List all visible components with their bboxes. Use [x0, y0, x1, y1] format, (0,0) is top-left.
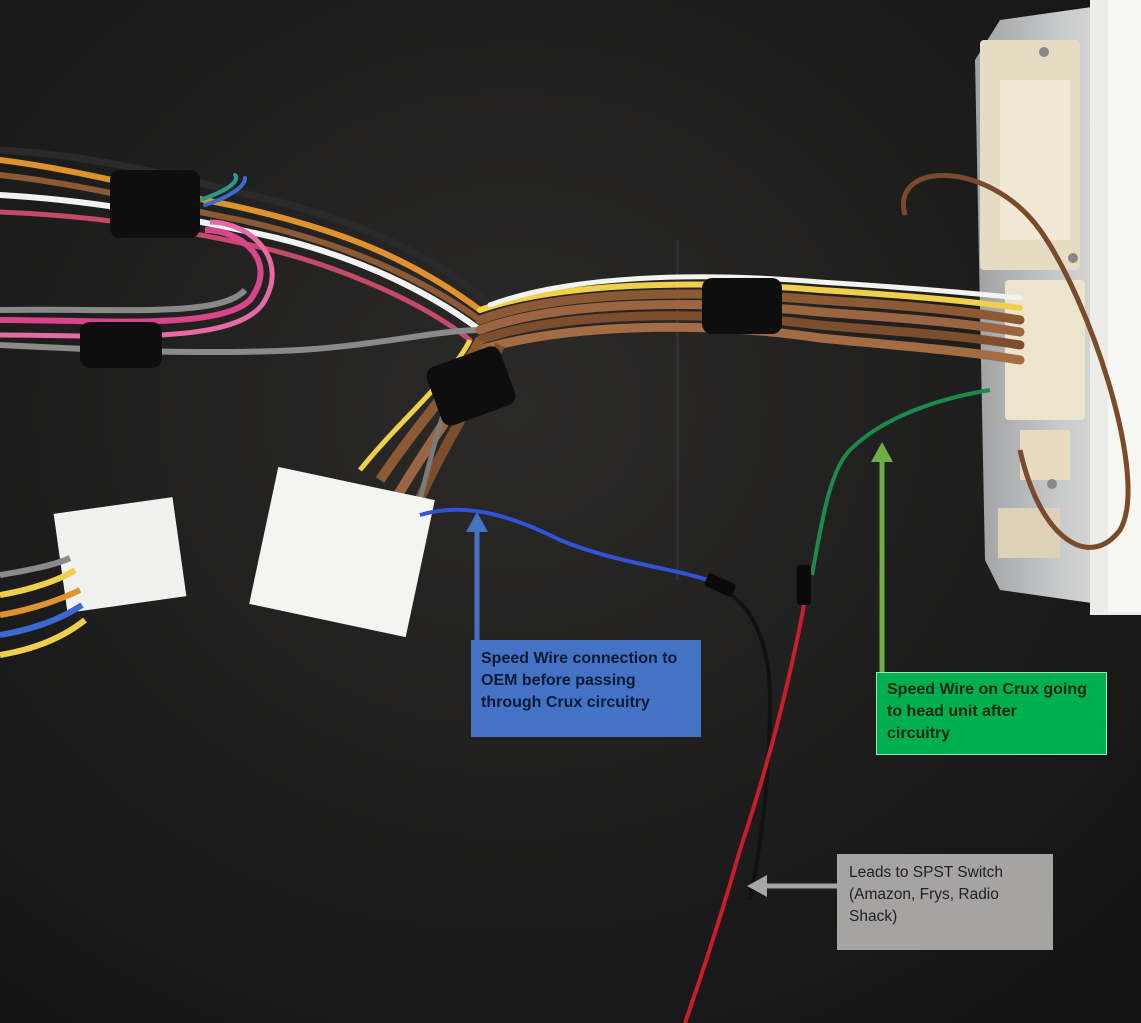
head-unit-chassis [975, 0, 1141, 615]
blue-callout-line: OEM before passing [481, 672, 636, 689]
blue-callout-line: through Crux circuitry [481, 694, 650, 711]
velcro-strap [702, 278, 782, 334]
green-callout: Speed Wire on Crux going to head unit af… [876, 672, 1107, 755]
gray-callout-line: Leads to SPST Switch [849, 864, 1003, 881]
white-connector [249, 466, 435, 638]
upper-left-bundle [0, 146, 494, 343]
black-lead-wire [719, 588, 773, 901]
gray-callout-line: Shack) [849, 908, 898, 925]
green-callout-line: to head unit after [887, 703, 1017, 720]
green-callout-line: circuitry [887, 725, 951, 742]
blue-callout: Speed Wire connection to OEM before pass… [471, 640, 701, 737]
velcro-strap [80, 322, 162, 368]
gray-callout-line: (Amazon, Frys, Radio [849, 886, 999, 903]
left-white-connector [0, 497, 187, 658]
fabric-fold [676, 240, 679, 580]
gray-callout: Leads to SPST Switch (Amazon, Frys, Radi… [837, 854, 1053, 950]
green-callout-line: Speed Wire on Crux going [887, 681, 1087, 698]
splice-connector [704, 573, 736, 597]
velcro-strap [426, 346, 516, 426]
blue-arrow [466, 512, 488, 640]
green-speed-wire [810, 388, 991, 576]
gray-arrow [747, 875, 837, 897]
velcro-strap [110, 170, 200, 238]
blue-speed-wire [419, 507, 721, 587]
brown-loop-wire [901, 173, 1131, 550]
main-brown-bundle [475, 274, 1025, 365]
red-lead-wire [683, 599, 807, 1023]
blue-callout-line: Speed Wire connection to [481, 650, 678, 667]
splice-connector [797, 565, 811, 605]
green-arrow [871, 442, 893, 672]
